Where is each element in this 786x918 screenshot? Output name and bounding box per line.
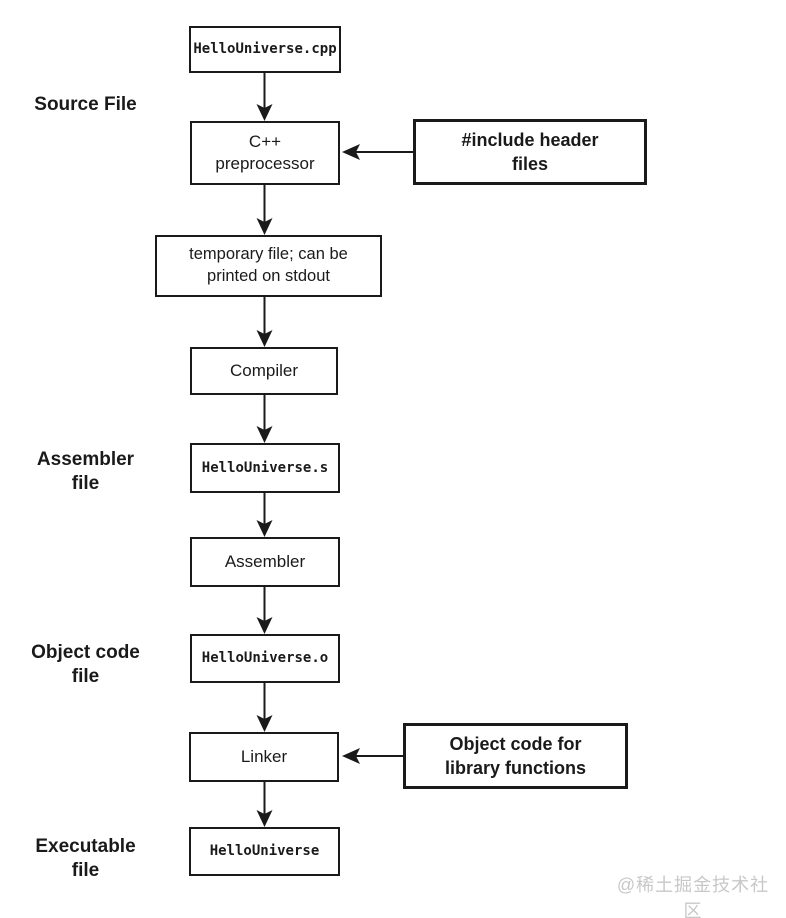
arrow-tempfile-to-compiler bbox=[256, 297, 273, 347]
node-assembler-box: Assembler bbox=[190, 537, 340, 587]
node-library-objects-box: Object code for library functions bbox=[403, 723, 628, 789]
arrow-objectfile-to-linker bbox=[256, 683, 273, 732]
label-object-code-file: Object code file bbox=[31, 642, 140, 688]
arrow-libraryobjects-to-linker bbox=[342, 748, 403, 764]
node-executable-box: HelloUniverse bbox=[189, 827, 340, 876]
arrow-linker-to-executable bbox=[256, 782, 273, 827]
watermark-text: @稀土掘金技术社区 bbox=[616, 875, 770, 918]
node-temp-file-box: temporary file; can be printed on stdout bbox=[155, 235, 382, 297]
label-assembler-file: Assembler file bbox=[36, 449, 135, 495]
node-preprocessor-box: C++ preprocessor bbox=[190, 121, 340, 185]
node-include-headers-box: #include header files bbox=[413, 119, 647, 185]
node-assembly-file-box: HelloUniverse.s bbox=[190, 443, 340, 493]
arrow-includeheaders-to-preprocessor bbox=[342, 144, 413, 160]
label-executable-file: Executable file bbox=[35, 836, 136, 882]
arrow-assemblyfile-to-assembler bbox=[256, 493, 273, 537]
node-linker-box: Linker bbox=[189, 732, 339, 782]
arrow-assembler-to-objectfile bbox=[256, 587, 273, 634]
arrow-preprocessor-to-tempfile bbox=[256, 185, 273, 235]
node-compiler-box: Compiler bbox=[190, 347, 338, 395]
arrow-source-to-preprocessor bbox=[256, 73, 273, 121]
node-source-file-box: HelloUniverse.cpp bbox=[189, 26, 341, 73]
node-object-file-box: HelloUniverse.o bbox=[190, 634, 340, 683]
arrow-compiler-to-assemblyfile bbox=[256, 395, 273, 443]
label-source-file: Source File bbox=[34, 94, 137, 115]
